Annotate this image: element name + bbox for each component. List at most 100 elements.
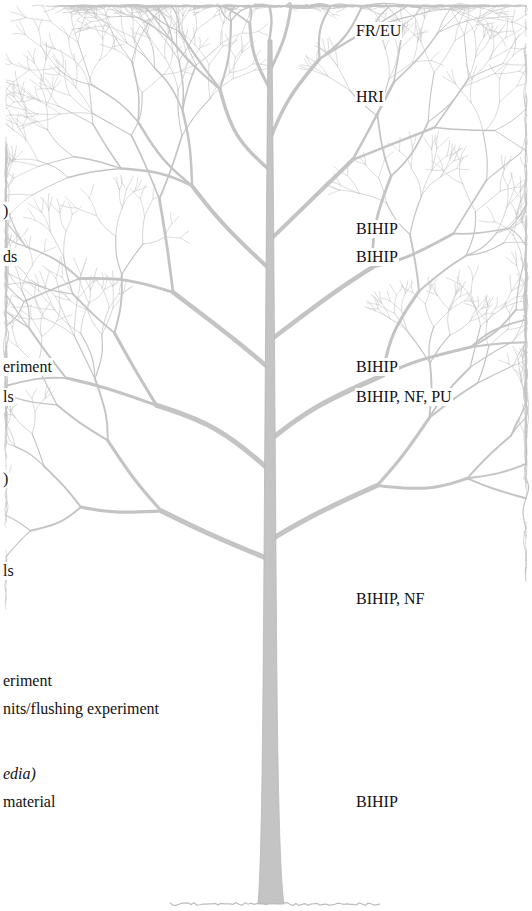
tree-branch (5, 180, 7, 187)
tree-branch (464, 34, 468, 78)
tree-branch (525, 536, 526, 550)
tree-branch (154, 68, 182, 111)
tree-branch (60, 304, 74, 336)
tree-branch (507, 353, 509, 364)
tree-branch (6, 497, 8, 515)
tree-branch (115, 333, 157, 405)
tree-branch (14, 166, 39, 178)
tree-branch (489, 36, 493, 59)
tree-branch (26, 247, 80, 279)
tree-branch (525, 433, 526, 443)
tree-branch (258, 31, 267, 35)
tree-branch (482, 299, 490, 309)
tree-branch (7, 378, 66, 386)
tree-branch (29, 68, 56, 71)
tree-branch (494, 71, 519, 73)
tree-branch (57, 405, 108, 441)
tree-branch (6, 82, 14, 92)
tree-branch (113, 177, 119, 189)
tree-branch (13, 83, 14, 97)
tree-branch (438, 18, 482, 33)
tree-branch (525, 336, 526, 345)
tree-branch (424, 137, 432, 149)
tree-branch (526, 367, 527, 372)
tree-branch (26, 18, 50, 21)
tree-branch (507, 186, 508, 207)
tree-branch (410, 234, 419, 291)
tree-branch (514, 179, 526, 187)
tree-branch (521, 370, 524, 382)
tree-branch (5, 222, 6, 229)
tree-branch (107, 23, 131, 61)
tree-branch (57, 199, 60, 213)
tree-branch (484, 313, 495, 314)
tree-branch (510, 6, 521, 7)
tree-branch (524, 529, 526, 553)
tree-branch (414, 19, 416, 35)
tree-branch (488, 297, 493, 306)
tree-branch (516, 266, 523, 309)
tree-branch (328, 190, 340, 195)
tree-branch (95, 335, 102, 379)
tree-branch (491, 5, 510, 7)
tree-branch (431, 284, 437, 295)
tree-branch (500, 63, 508, 78)
tree-branch (132, 61, 139, 122)
tree-branch (11, 115, 27, 117)
tree-branch (87, 290, 90, 310)
tree-branch (447, 149, 461, 156)
tree-branch (64, 231, 66, 257)
tree-branch (80, 281, 89, 303)
tree-branch (64, 257, 73, 294)
tree-branch (183, 110, 193, 186)
tree-branch (35, 274, 39, 291)
tree-branch (89, 26, 108, 28)
tree-branch (526, 355, 527, 357)
tree-branch (172, 216, 179, 223)
tree-branch (16, 25, 25, 35)
tree-branch (419, 256, 466, 291)
tree-branch (473, 266, 479, 279)
tree-branch (15, 417, 32, 433)
tree-branch (81, 333, 95, 378)
tree-branch (196, 16, 214, 29)
tree-branch (421, 170, 432, 197)
tree-branch (431, 135, 433, 149)
tree-branch (470, 80, 472, 103)
tree-branch (504, 242, 526, 244)
tree-branch (170, 213, 172, 224)
tree-branch (6, 164, 8, 165)
tree-branch (35, 220, 50, 232)
tree-branch (385, 49, 389, 79)
tree-branch (390, 284, 397, 294)
tree-branch (500, 170, 504, 191)
tree-branch (514, 369, 521, 382)
tree-branch (39, 30, 41, 46)
tree-branch (526, 251, 528, 259)
tree-branch (192, 186, 270, 270)
tree-branch (57, 68, 92, 85)
tree-branch (115, 274, 122, 333)
tree-branch (96, 216, 115, 237)
tree-branch (482, 6, 515, 18)
tree-branch (32, 178, 68, 196)
tree-branch (501, 297, 516, 309)
tree-branch (61, 257, 63, 278)
tree-branch (29, 249, 32, 265)
tree-branch (511, 172, 514, 187)
tree-branch (446, 278, 460, 284)
tree-branch (45, 6, 59, 7)
tree-branch (405, 280, 408, 293)
tree-branch (122, 244, 143, 274)
tree-branch (387, 291, 390, 301)
tree-branch (127, 43, 155, 68)
tree-branch (5, 189, 6, 197)
tree-branch (42, 199, 44, 213)
tree-branch (93, 114, 131, 136)
tree-branch (6, 516, 31, 531)
tree-branch (479, 221, 494, 222)
tree-branch (29, 306, 54, 310)
tree-branch (30, 79, 41, 87)
tree-branch (6, 115, 11, 117)
